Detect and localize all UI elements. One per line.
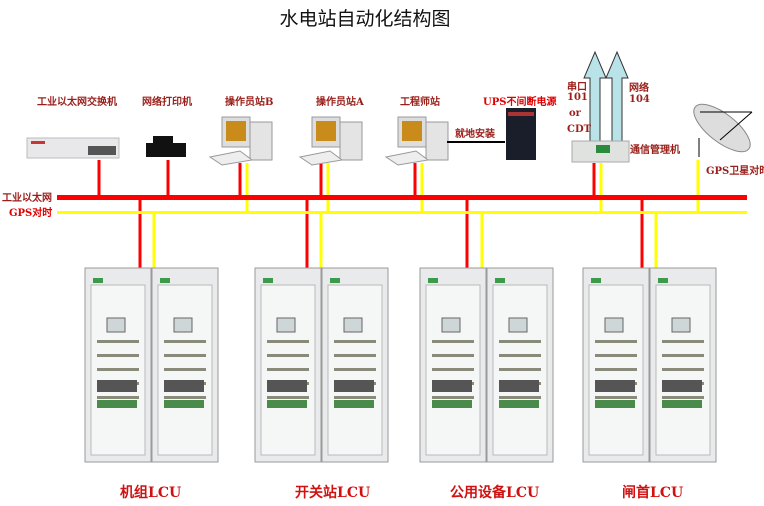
ethernet-bus <box>57 195 747 200</box>
op-a-label: 操作员站A <box>316 97 364 108</box>
ups-icon <box>506 108 536 160</box>
switch-icon <box>26 137 120 159</box>
local-install-label: 就地安装 <box>455 129 495 140</box>
gps-dish-icon <box>693 103 753 157</box>
ups-label: UPS不间断电源 <box>483 97 557 108</box>
ethernet-bus-label: 工业以太网 <box>2 193 52 204</box>
computer-icon <box>298 116 363 166</box>
comm-manager-icon <box>571 140 630 163</box>
printer-label: 网络打印机 <box>142 97 192 108</box>
gps-sat-label: GPS卫星对时 <box>706 166 764 177</box>
lcu-cabinet <box>582 267 717 463</box>
lcu-label: 开关站LCU <box>295 485 371 501</box>
lcu-label: 闸首LCU <box>622 485 684 501</box>
switch-label: 工业以太网交换机 <box>37 97 117 108</box>
serial-protocol: 101 <box>567 92 588 103</box>
op-b-label: 操作员站B <box>225 97 274 108</box>
comm-label: 通信管理机 <box>630 145 680 156</box>
or-label: or <box>569 108 581 119</box>
lcu-label: 机组LCU <box>120 485 182 501</box>
page-title: 水电站自动化结构图 <box>279 8 451 30</box>
cdt-label: CDT <box>567 124 592 135</box>
uplink-arrows <box>583 50 629 142</box>
network-arrow-icon <box>605 50 629 142</box>
gps-bus-label: GPS对时 <box>9 208 53 219</box>
serial-arrow-icon <box>583 50 607 142</box>
serial-label: 串口 <box>567 82 587 93</box>
printer-icon <box>146 136 186 157</box>
network-label: 网络 <box>629 83 649 94</box>
engineer-label: 工程师站 <box>400 97 440 108</box>
gps-bus <box>57 211 747 214</box>
lcu-cabinet <box>84 267 219 463</box>
lcu-label: 公用设备LCU <box>450 485 540 501</box>
network-protocol: 104 <box>629 94 650 105</box>
computer-icon <box>384 116 449 166</box>
lcu-cabinet <box>419 267 554 463</box>
computer-icon <box>208 116 273 166</box>
lcu-cabinet <box>254 267 389 463</box>
